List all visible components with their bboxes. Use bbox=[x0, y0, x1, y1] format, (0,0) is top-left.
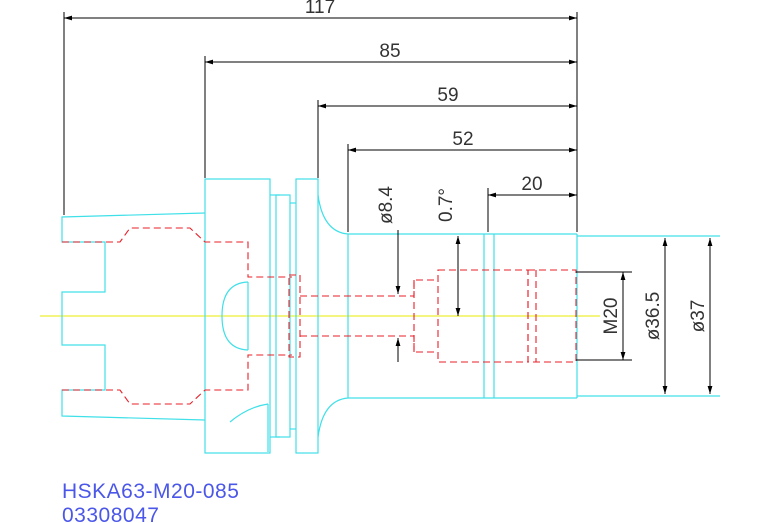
dim-body-length: 59 bbox=[437, 85, 458, 106]
hidden-lines bbox=[62, 227, 577, 405]
dim-shank-length: 52 bbox=[452, 129, 473, 150]
dim-nose-diameter-large: ø37 bbox=[688, 300, 709, 333]
order-number: 03308047 bbox=[62, 504, 159, 523]
part-number: HSKA63-M20-085 bbox=[62, 480, 239, 503]
dim-overall-length: 117 bbox=[305, 0, 335, 18]
dim-nose-diameter-small: ø36.5 bbox=[643, 292, 664, 341]
dimension-lines bbox=[63, 12, 713, 394]
dim-thread: M20 bbox=[601, 298, 622, 335]
dim-nose-length: 20 bbox=[521, 174, 542, 195]
dim-gauge-length: 85 bbox=[379, 41, 400, 62]
dim-coolant-bore: ø8.4 bbox=[376, 186, 397, 224]
dim-taper-angle: 0.7° bbox=[436, 188, 457, 222]
holder-outline bbox=[61, 178, 720, 454]
